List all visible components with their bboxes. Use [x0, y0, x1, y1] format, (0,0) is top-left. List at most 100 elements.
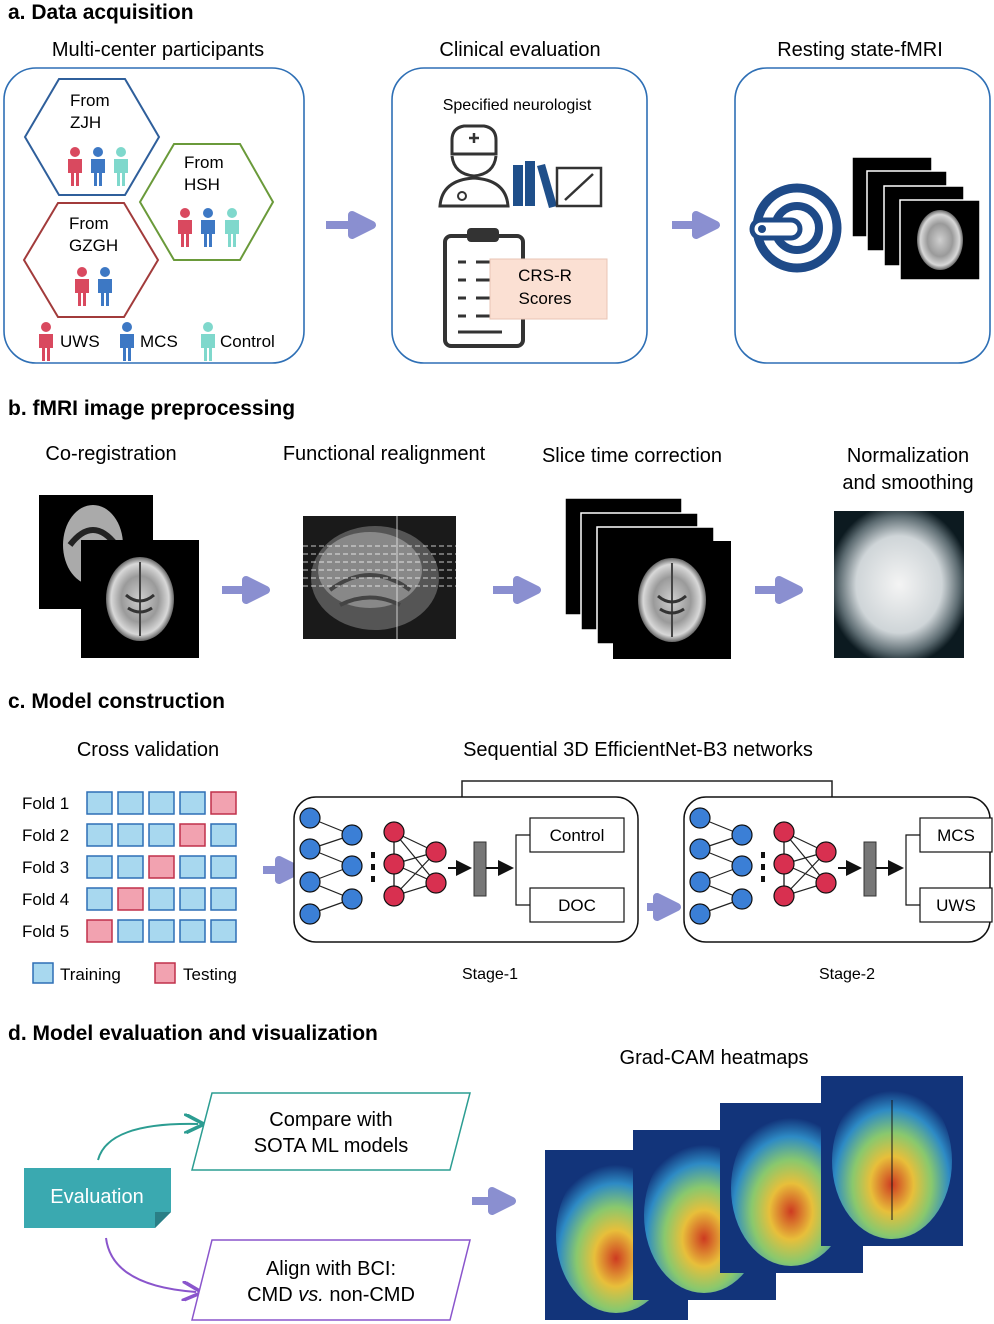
- fold-label: Fold 2: [22, 826, 69, 845]
- fmri-stack: [851, 156, 981, 281]
- training-cell: [86, 823, 113, 847]
- section-c-title: c. Model construction: [8, 690, 225, 713]
- participants-panel: [3, 67, 305, 364]
- training-cell: [179, 887, 206, 911]
- ellipsis-dot: [371, 852, 375, 858]
- center-gzgh-hexagon: [22, 202, 160, 318]
- legend-testing: Testing: [183, 965, 237, 984]
- gradcam-heatmaps: [545, 1076, 963, 1320]
- output-layer: [473, 841, 487, 897]
- clinical-title: Clinical evaluation: [439, 39, 600, 61]
- network-title: Sequential 3D EfficientNet-B3 networks: [463, 739, 813, 761]
- legend-training: Training: [60, 965, 121, 984]
- training-cell: [148, 823, 175, 847]
- stage-2-label: Stage-2: [819, 966, 875, 983]
- input-node: [689, 838, 711, 860]
- legend-control-icon: [201, 322, 215, 361]
- hidden-node: [383, 885, 405, 907]
- training-cell: [86, 791, 113, 815]
- section-d-title: d. Model evaluation and visualization: [8, 1022, 378, 1045]
- legend-training-swatch: [32, 962, 54, 984]
- testing-cell: [86, 919, 113, 943]
- input-node: [299, 807, 321, 829]
- cv-title: Cross validation: [77, 739, 219, 761]
- realignment-image: [303, 516, 456, 639]
- scores-label: Scores: [519, 289, 572, 308]
- flow-arrow: [493, 576, 541, 604]
- input-node: [299, 871, 321, 893]
- training-cell: [179, 791, 206, 815]
- ellipsis-dot: [371, 876, 375, 882]
- neurologist-label: Specified neurologist: [443, 97, 592, 114]
- fold-label: Fold 5: [22, 922, 69, 941]
- hidden-node: [383, 821, 405, 843]
- training-cell: [86, 887, 113, 911]
- section-a-title: a. Data acquisition: [8, 1, 194, 24]
- training-cell: [148, 919, 175, 943]
- stage-1-label: Stage-1: [462, 966, 518, 983]
- hidden-node: [383, 853, 405, 875]
- input-node: [689, 807, 711, 829]
- legend-control: Control: [220, 332, 275, 351]
- mri-scanner-icon: [749, 183, 842, 273]
- hidden-node: [773, 885, 795, 907]
- compare-box: [191, 1092, 471, 1171]
- crs-r-scores-box: [489, 258, 608, 320]
- evaluation-box: [24, 1168, 171, 1228]
- flow-arrow: [647, 893, 681, 921]
- section-b-title: b. fMRI image preprocessing: [8, 397, 295, 420]
- heatmaps-title: Grad-CAM heatmaps: [620, 1047, 809, 1069]
- input-node: [731, 888, 753, 910]
- training-cell: [148, 887, 175, 911]
- input-node: [731, 855, 753, 877]
- ellipsis-dot: [761, 864, 765, 870]
- training-cell: [117, 855, 144, 879]
- training-cell: [117, 823, 144, 847]
- flow-arrow: [222, 576, 270, 604]
- flow-arrow: [672, 211, 720, 239]
- training-cell: [148, 791, 175, 815]
- flow-arrow: [263, 856, 303, 884]
- fmri-panel: [734, 67, 991, 364]
- flow-arrow: [472, 1187, 516, 1215]
- hidden-node: [815, 841, 837, 863]
- ellipsis-dot: [371, 864, 375, 870]
- crs-r-label: CRS-R: [518, 266, 572, 285]
- evaluation-to-compare-arrow: [97, 1124, 198, 1161]
- hidden-node: [425, 841, 447, 863]
- center-zjh-label-2: ZJH: [70, 113, 101, 132]
- evaluation-fold: [155, 1212, 171, 1228]
- stage-2-panel: [683, 796, 991, 943]
- evaluation-label: Evaluation: [50, 1186, 143, 1208]
- books-icon: [513, 161, 603, 208]
- align-label-2: CMD vs. non-CMD: [247, 1284, 415, 1306]
- fold-label: Fold 3: [22, 858, 69, 877]
- training-cell: [179, 855, 206, 879]
- training-cell: [210, 919, 237, 943]
- step-slice-time: Slice time correction: [542, 445, 722, 467]
- legend-mcs-icon: [120, 322, 134, 361]
- flow-arrow: [755, 576, 803, 604]
- coregistration-images: [39, 495, 201, 660]
- input-node: [299, 903, 321, 925]
- output-class-box: [529, 817, 625, 853]
- output-class-box: [919, 887, 993, 923]
- hidden-node: [773, 853, 795, 875]
- align-label-1: Align with BCI:: [266, 1258, 396, 1280]
- output-class-label: DOC: [558, 896, 596, 915]
- testing-cell: [148, 855, 175, 879]
- ellipsis-dot: [761, 852, 765, 858]
- stage-bracket: [461, 780, 833, 797]
- slice-time-stack: [564, 497, 733, 661]
- legend-uws-icon: [39, 322, 53, 361]
- input-node: [299, 838, 321, 860]
- center-gzgh-label-2: GZGH: [69, 236, 118, 255]
- testing-cell: [210, 791, 237, 815]
- align-box: [191, 1239, 471, 1321]
- training-cell: [117, 791, 144, 815]
- hidden-node: [815, 872, 837, 894]
